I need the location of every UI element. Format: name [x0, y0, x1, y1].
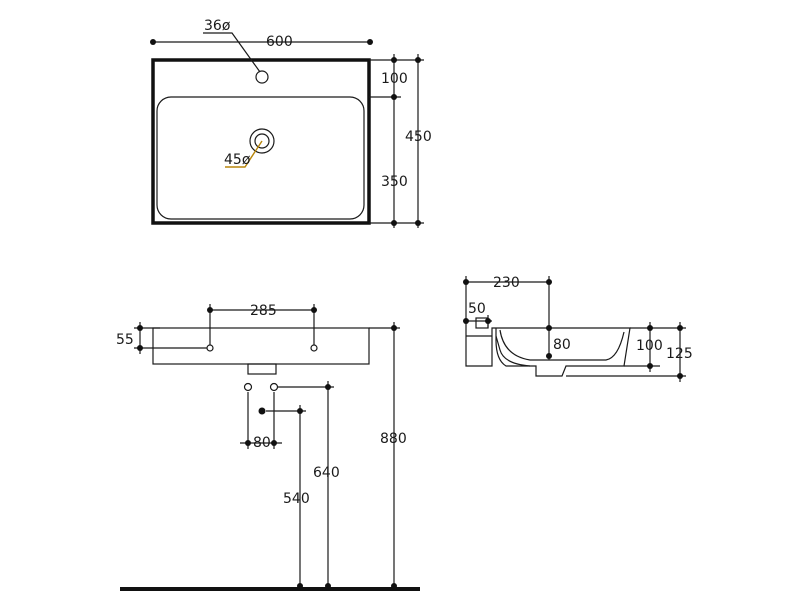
top-view: 600 36ø 45ø 100 350 450	[150, 18, 432, 228]
dim-bowl-350: 350	[381, 174, 408, 190]
bowl-outline-top	[156, 96, 365, 220]
dim-drain-45: 45ø	[224, 152, 251, 168]
fixing-hole-right	[310, 344, 318, 352]
basin-outline-top	[151, 58, 371, 225]
dim-wall-50: 50	[468, 301, 486, 317]
dim-inner-100: 100	[636, 338, 663, 354]
front-view: 285 55 80 640 540 880	[116, 303, 420, 591]
dim-rim-880: 880	[380, 431, 407, 447]
dim-supply-80: 80	[253, 435, 271, 451]
drain-stub	[247, 363, 277, 375]
tap-hole	[255, 70, 269, 84]
drain-outer	[249, 128, 275, 154]
dim-width-600: 600	[266, 34, 293, 50]
supply-hole-left	[243, 382, 253, 392]
dim-supply-640: 640	[313, 465, 340, 481]
side-view: 230 50 80 100 125	[463, 275, 693, 382]
dim-back-100: 100	[381, 71, 408, 87]
fixing-hole-left	[206, 344, 214, 352]
dim-depth-450: 450	[405, 129, 432, 145]
supply-hole-right	[269, 382, 279, 392]
basin-outline-front	[152, 327, 370, 365]
waste-point	[258, 407, 266, 415]
dim-total-125: 125	[666, 346, 693, 362]
dim-fixing-285: 285	[250, 303, 277, 319]
dim-bowl-80: 80	[553, 337, 571, 353]
dim-tap-hole-36: 36ø	[204, 18, 231, 34]
dim-projection-230: 230	[493, 275, 520, 291]
bowl-inner-curve	[499, 329, 625, 361]
drain-inner	[254, 133, 270, 149]
basin-section-outline	[465, 327, 631, 377]
overflow-channel	[495, 335, 531, 367]
dim-waste-540: 540	[283, 491, 310, 507]
dim-fixing-55: 55	[116, 332, 134, 348]
